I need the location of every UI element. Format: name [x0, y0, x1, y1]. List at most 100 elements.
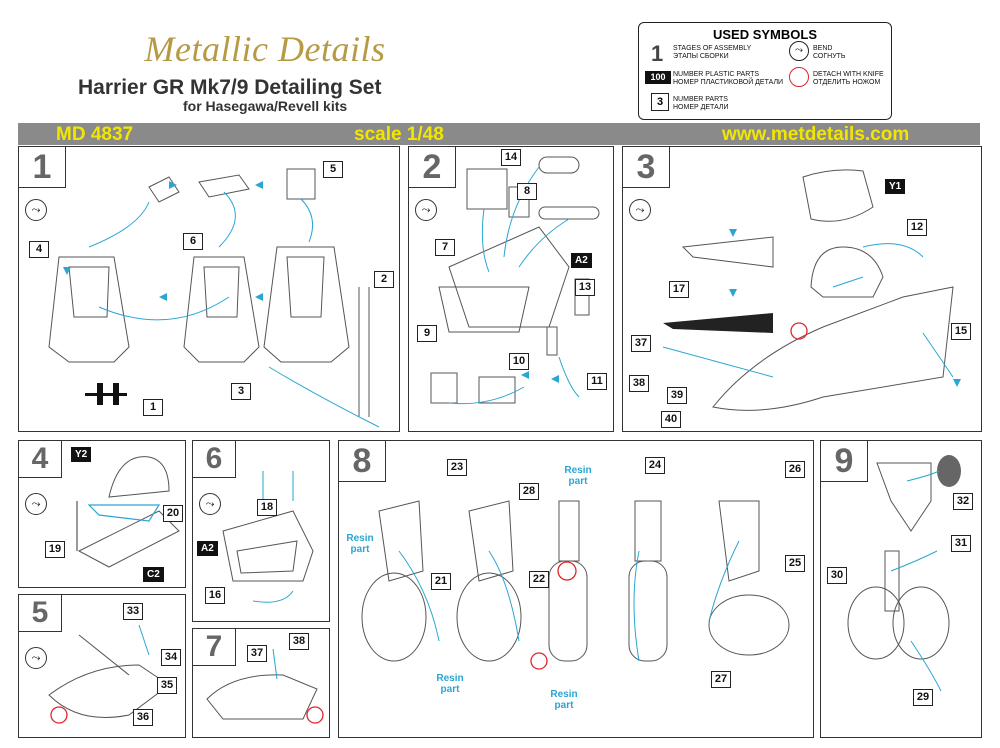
plastic-part-tag: Y2 — [71, 447, 92, 462]
part-number: 2 — [374, 271, 394, 288]
part-number: 13 — [575, 279, 595, 296]
part-number: 10 — [509, 353, 529, 370]
part-number: 37 — [631, 335, 651, 352]
step-2-diagram — [430, 156, 600, 405]
scale-label: scale 1/48 — [354, 124, 444, 145]
step-9-diagram — [847, 455, 961, 692]
plastic-part-tag: Y1 — [885, 179, 906, 194]
step-1-number: 1 — [19, 147, 66, 188]
step-9-panel: 9 32 31 30 29 — [820, 440, 982, 738]
part-number: 9 — [417, 325, 437, 342]
stages-legend: STAGES OF ASSEMBLY ЭТАПЫ СБОРКИ — [673, 45, 751, 61]
part-number: 11 — [587, 373, 607, 390]
step-4-number: 4 — [19, 441, 62, 478]
part-number: 28 — [519, 483, 539, 500]
part-number: 1 — [143, 399, 163, 416]
step-5-diagram — [48, 624, 170, 724]
step-2-number: 2 — [409, 147, 456, 188]
step-6-panel: 6 ⤳ 18 A2 16 — [192, 440, 330, 622]
step-4-panel: 4 ⤳ Y2 20 19 C2 — [18, 440, 186, 588]
stages-label-ru: ЭТАПЫ СБОРКИ — [673, 53, 729, 60]
parts-label-en: NUMBER PARTS — [673, 96, 728, 103]
resin-part-label: Resin part — [550, 689, 578, 711]
part-number: 24 — [645, 457, 665, 474]
resin-part-label: Resin part — [436, 673, 464, 695]
page-subtitle: for Hasegawa/Revell kits — [183, 98, 348, 114]
part-number: 23 — [447, 459, 467, 476]
step-5-number: 5 — [19, 595, 62, 632]
part-number: 6 — [183, 233, 203, 250]
step-3-number: 3 — [623, 147, 670, 188]
part-number: 17 — [669, 281, 689, 298]
part-number: 37 — [247, 645, 267, 662]
resin-part-label: Resin part — [346, 533, 374, 555]
part-number: 22 — [529, 571, 549, 588]
step-2-panel: 2 ⤳ 14 8 7 A2 13 9 10 11 — [408, 146, 614, 432]
step-1-diagram — [48, 168, 380, 428]
symbols-title: USED SYMBOLS — [712, 27, 817, 42]
detach-legend: DETACH WITH KNIFE ОТДЕЛИТЬ НОЖОМ — [813, 71, 884, 87]
part-number: 35 — [157, 677, 177, 694]
part-number: 27 — [711, 671, 731, 688]
plastic-part-tag: A2 — [571, 253, 592, 268]
detach-knife-icon — [789, 67, 809, 87]
symbols-legend: USED SYMBOLS 1 STAGES OF ASSEMBLY ЭТАПЫ … — [638, 22, 892, 120]
step-8-panel: 8 Resin part Resin part Resin part Resin… — [338, 440, 814, 738]
part-number: 38 — [289, 633, 309, 650]
part-number: 29 — [913, 689, 933, 706]
part-number: 15 — [951, 323, 971, 340]
part-number: 32 — [953, 493, 973, 510]
detach-label-ru: ОТДЕЛИТЬ НОЖОМ — [813, 79, 881, 86]
part-number: 3 — [231, 383, 251, 400]
bend-icon: ⤳ — [25, 493, 47, 515]
part-number: 19 — [45, 541, 65, 558]
part-number: 30 — [827, 567, 847, 584]
part-number: 5 — [323, 161, 343, 178]
step-7-number: 7 — [193, 629, 236, 666]
part-number: 7 — [435, 239, 455, 256]
bend-icon: ⤳ — [199, 493, 221, 515]
bend-icon: ⤳ — [415, 199, 437, 221]
part-number: 12 — [907, 219, 927, 236]
part-number: 31 — [951, 535, 971, 552]
part-number: 26 — [785, 461, 805, 478]
bend-icon: ⤳ — [25, 199, 47, 221]
step-9-number: 9 — [821, 441, 868, 482]
bend-legend: BEND СОГНУТЬ — [813, 45, 846, 61]
part-number: 34 — [161, 649, 181, 666]
detach-label-en: DETACH WITH KNIFE — [813, 71, 884, 78]
brand-logo: Metallic Details — [144, 29, 386, 69]
step-5-panel: 5 ⤳ 33 34 35 36 — [18, 594, 186, 738]
part-number: 8 — [517, 183, 537, 200]
part-number: 14 — [501, 149, 521, 166]
plastic-label-ru: НОМЕР ПЛАСТИКОВОЙ ДЕТАЛИ — [673, 79, 784, 86]
part-number: 4 — [29, 241, 49, 258]
website-link[interactable]: www.metdetails.com — [722, 124, 910, 145]
part-number: 21 — [431, 573, 451, 590]
resin-part-label: Resin part — [564, 465, 592, 487]
parts-label-ru: НОМЕР ДЕТАЛИ — [673, 104, 729, 111]
bend-icon: ⤳ — [789, 41, 809, 61]
part-number: 25 — [785, 555, 805, 572]
step-3-panel: 3 ⤳ Y1 12 17 15 37 38 39 40 — [622, 146, 982, 432]
product-code: MD 4837 — [56, 124, 134, 145]
step-8-diagram — [361, 500, 790, 670]
page-title: Harrier GR Mk7/9 Detailing Set — [78, 76, 382, 99]
plastic-legend: NUMBER PLASTIC PARTS НОМЕР ПЛАСТИКОВОЙ Д… — [673, 71, 783, 87]
stage-icon: 1 — [651, 41, 664, 66]
stages-label-en: STAGES OF ASSEMBLY — [673, 45, 752, 52]
bend-icon: ⤳ — [25, 647, 47, 669]
part-number-icon: 3 — [651, 93, 669, 111]
part-number: 33 — [123, 603, 143, 620]
part-number: 39 — [667, 387, 687, 404]
bend-label-ru: СОГНУТЬ — [813, 53, 846, 60]
plastic-part-tag: C2 — [143, 567, 164, 582]
plastic-label-en: NUMBER PLASTIC PARTS — [673, 71, 760, 78]
part-number: 20 — [163, 505, 183, 522]
step-6-number: 6 — [193, 441, 236, 478]
bend-label-en: BEND — [813, 45, 833, 52]
step-6-diagram — [222, 471, 314, 603]
step-1-panel: 1 ⤳ 5 6 4 2 3 1 — [18, 146, 400, 432]
plastic-part-icon: 100 — [645, 71, 671, 84]
part-number: 38 — [629, 375, 649, 392]
